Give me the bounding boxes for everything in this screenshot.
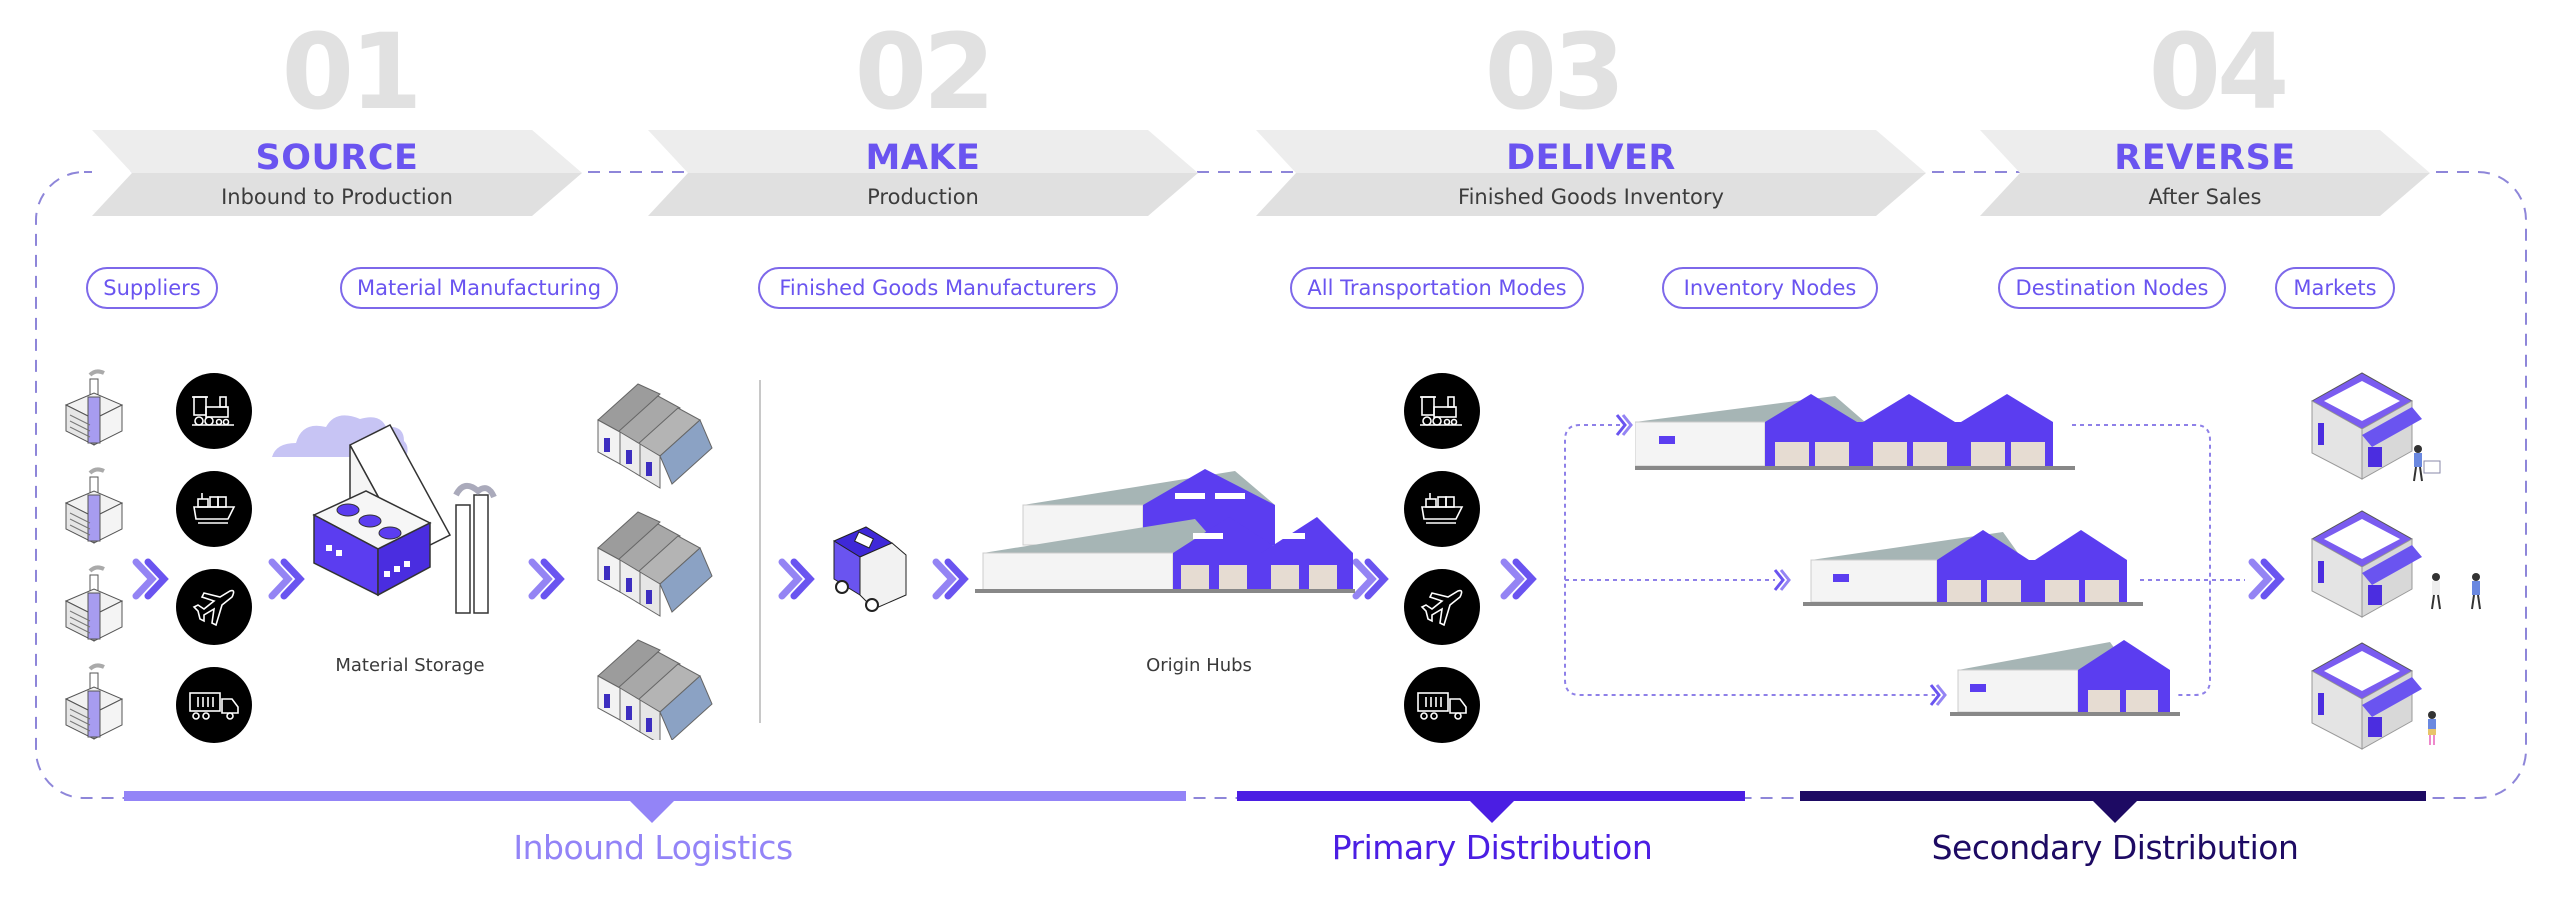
banner-chevron-shape bbox=[1980, 130, 2430, 216]
route-chevron-icon bbox=[1615, 414, 1633, 436]
flow-chevron-icon bbox=[132, 558, 169, 600]
truck-icon bbox=[176, 667, 252, 743]
store-icon bbox=[2311, 372, 2423, 480]
inventory-node-warehouse bbox=[1950, 638, 2180, 718]
stage-banner-make: MAKE Production bbox=[648, 130, 1198, 216]
flow-chevron-icon bbox=[268, 558, 305, 600]
step-number-03: 03 bbox=[1484, 11, 1626, 133]
shopper-icon bbox=[2471, 573, 2481, 610]
warehouse-icon bbox=[1634, 394, 2075, 470]
segment-bar-secondary-distribution bbox=[1800, 791, 2426, 801]
node-pill-markets[interactable]: Markets bbox=[2275, 267, 2395, 309]
store-icons bbox=[2311, 372, 2481, 750]
node-pill-all-transportation-modes[interactable]: All Transportation Modes bbox=[1290, 267, 1584, 309]
node-pill-suppliers[interactable]: Suppliers bbox=[86, 267, 218, 309]
origin-hubs-illustration bbox=[975, 465, 1355, 595]
factory-icon bbox=[64, 467, 124, 545]
inventory-node-warehouse bbox=[1634, 392, 2075, 472]
segment-bar-inbound-logistics bbox=[124, 791, 1186, 801]
store-icon bbox=[2311, 642, 2423, 750]
segment-label-secondary-distribution: Secondary Distribution bbox=[1931, 828, 2299, 867]
material-storage-caption: Material Storage bbox=[335, 655, 485, 676]
route-chevron-icon bbox=[1773, 569, 1791, 591]
banner-chevron-shape bbox=[92, 130, 582, 216]
node-pill-finished-goods-manufacturers[interactable]: Finished Goods Manufacturers bbox=[758, 267, 1118, 309]
stage-subtitle: After Sales bbox=[2148, 185, 2262, 209]
train-icon bbox=[1404, 373, 1480, 449]
banner-chevron-shape bbox=[1256, 130, 1926, 216]
stage-banner-deliver: DELIVER Finished Goods Inventory bbox=[1256, 130, 1926, 216]
stage-subtitle: Inbound to Production bbox=[221, 185, 453, 209]
market-stores bbox=[2300, 365, 2500, 755]
segment-label-primary-distribution: Primary Distribution bbox=[1331, 828, 1653, 867]
flow-chevron-icon bbox=[778, 558, 815, 600]
shopper-icon bbox=[2413, 445, 2441, 482]
stage-banner-reverse: REVERSE After Sales bbox=[1980, 130, 2430, 216]
segment-pointer bbox=[2093, 801, 2137, 823]
ship-icon bbox=[1404, 471, 1480, 547]
stage-title: SOURCE bbox=[255, 138, 419, 178]
warehouse-icon bbox=[975, 469, 1355, 593]
stage-banner-source: SOURCE Inbound to Production bbox=[92, 130, 582, 216]
step-number-02: 02 bbox=[854, 11, 996, 133]
stage-title: DELIVER bbox=[1506, 138, 1676, 178]
distribution-routes bbox=[1564, 424, 2245, 696]
warehouse-icon bbox=[1950, 640, 2180, 716]
stage-title: MAKE bbox=[865, 138, 981, 178]
banner-chevron-shape bbox=[648, 130, 1198, 216]
flow-chevron-icon bbox=[2248, 558, 2285, 600]
stage-title: REVERSE bbox=[2114, 138, 2296, 178]
node-pill-material-manufacturing[interactable]: Material Manufacturing bbox=[340, 267, 618, 309]
flow-chevron-icon bbox=[1500, 558, 1537, 600]
factory-icon bbox=[64, 565, 124, 643]
ship-icon bbox=[176, 471, 252, 547]
origin-hubs-caption: Origin Hubs bbox=[1146, 655, 1252, 676]
store-icon bbox=[2311, 510, 2423, 618]
segment-label-inbound-logistics: Inbound Logistics bbox=[513, 828, 793, 867]
warehouse-icon bbox=[1803, 530, 2143, 606]
step-number-04: 04 bbox=[2148, 11, 2290, 133]
airplane-icon bbox=[176, 569, 252, 645]
stage-subtitle: Production bbox=[867, 185, 979, 209]
truck-icon bbox=[1404, 667, 1480, 743]
segment-pointer bbox=[630, 801, 674, 823]
node-pill-destination-nodes[interactable]: Destination Nodes bbox=[1998, 267, 2226, 309]
stage-subtitle: Finished Goods Inventory bbox=[1458, 185, 1724, 209]
truck-icon bbox=[832, 526, 907, 612]
material-storage-illustration bbox=[270, 395, 510, 635]
warehouse-icons bbox=[597, 383, 713, 745]
segment-bar-primary-distribution bbox=[1237, 791, 1745, 801]
factory-icon bbox=[64, 369, 124, 447]
manufacturer-warehouses bbox=[578, 380, 738, 745]
airplane-icon bbox=[1404, 569, 1480, 645]
route-chevron-icon bbox=[1929, 684, 1947, 706]
flow-chevron-icon bbox=[932, 558, 969, 600]
step-number-01: 01 bbox=[281, 11, 423, 133]
factory-icons bbox=[64, 369, 124, 741]
supplier-factories bbox=[62, 365, 128, 745]
node-pill-inventory-nodes[interactable]: Inventory Nodes bbox=[1662, 267, 1878, 309]
shopper-icon bbox=[2428, 711, 2436, 745]
segment-pointer bbox=[1470, 801, 1514, 823]
delivery-truck-illustration bbox=[830, 525, 920, 615]
train-icon bbox=[176, 373, 252, 449]
inventory-node-warehouse bbox=[1803, 528, 2143, 608]
flow-chevron-icon bbox=[528, 558, 565, 600]
shopper-icon bbox=[2431, 573, 2441, 610]
factory-icon bbox=[64, 663, 124, 741]
flow-chevron-icon bbox=[1352, 558, 1389, 600]
factory-icon bbox=[272, 415, 497, 614]
